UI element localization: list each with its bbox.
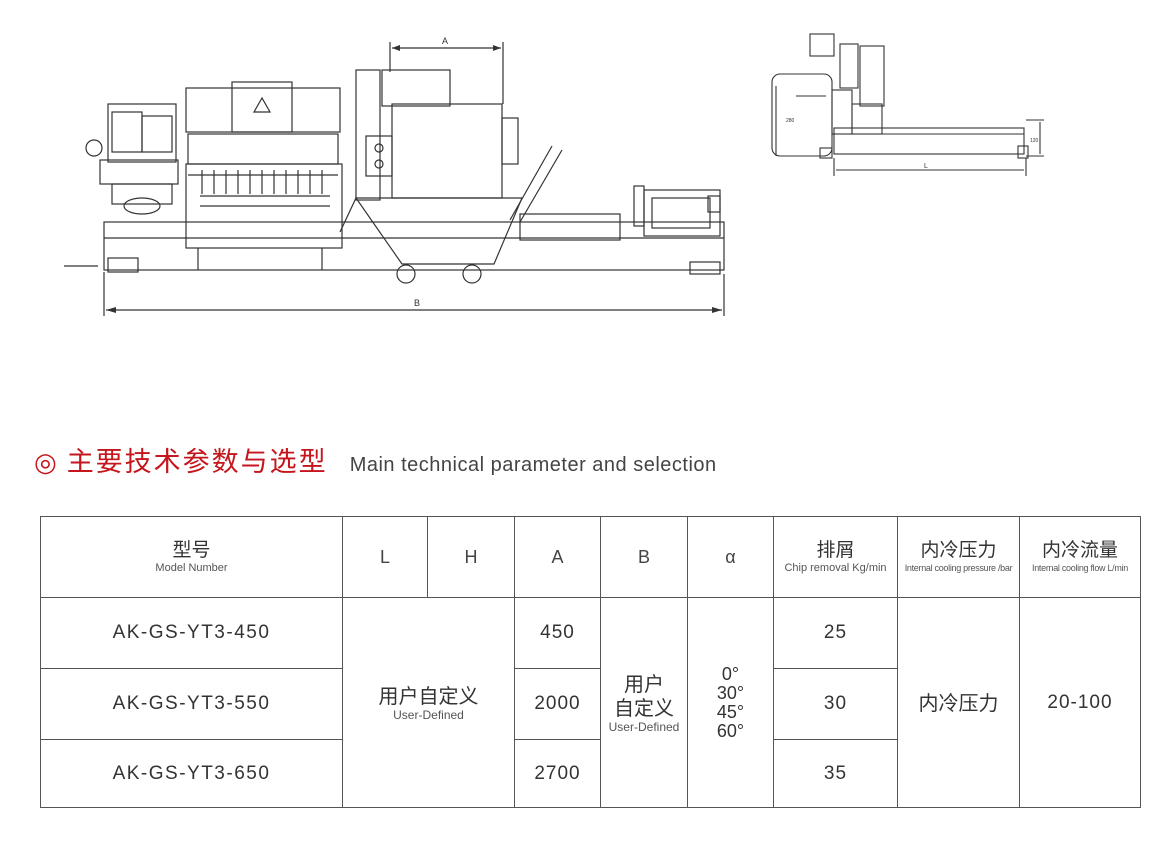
- alpha-merged-cell: 0° 30° 45° 60°: [687, 597, 774, 808]
- chip-cell: 25: [773, 597, 898, 669]
- side-dimension-l-label: L: [924, 163, 928, 170]
- a-value: 2000: [534, 693, 581, 714]
- dimension-a-label: A: [442, 36, 448, 46]
- b-en: User-Defined: [608, 719, 680, 734]
- model-text: AK-GS-YT3-650: [112, 762, 271, 784]
- header-l: L: [342, 516, 428, 598]
- lh-zh: 用户自定义: [378, 683, 479, 708]
- a-value: 2700: [534, 762, 581, 784]
- side-height-label-2: 120: [1030, 138, 1039, 144]
- header-h-text: H: [464, 546, 478, 567]
- model-text: AK-GS-YT3-450: [112, 622, 271, 643]
- spec-table: 型号 Model Number L H A B α 排屑 Chip remova…: [40, 516, 1141, 808]
- header-chip-en: Chip removal Kg/min: [784, 562, 887, 574]
- flow-merged-cell: 20-100: [1019, 597, 1141, 808]
- header-row: 型号 Model Number L H A B α 排屑 Chip remova…: [40, 516, 1141, 598]
- machine-drawing: A B L 280 120: [64, 33, 1044, 316]
- angle-0: 0°: [721, 663, 740, 684]
- header-pressure-en: Internal cooling pressure /bar: [904, 563, 1013, 573]
- flow-value: 20-100: [1047, 691, 1113, 713]
- angle-45: 45°: [716, 701, 745, 722]
- angle-30: 30°: [716, 682, 745, 703]
- a-value: 450: [540, 622, 575, 643]
- dimension-b-label: B: [414, 298, 420, 308]
- header-model-en: Model Number: [155, 562, 228, 574]
- model-cell: AK-GS-YT3-450: [40, 597, 343, 669]
- chip-cell: 35: [773, 739, 898, 808]
- header-b-text: B: [637, 546, 650, 567]
- lh-en: User-Defined: [393, 707, 464, 722]
- side-height-label-1: 280: [786, 118, 795, 124]
- header-pressure-zh: 内冷压力: [920, 539, 997, 561]
- b-zh-line1: 用户: [624, 671, 664, 696]
- header-model-zh: 型号: [172, 539, 211, 561]
- header-flow-en: Internal cooling flow L/min: [1032, 563, 1128, 573]
- double-circle-icon: ◎: [34, 448, 57, 478]
- heading-en: Main technical parameter and selection: [349, 454, 717, 476]
- header-a-text: A: [551, 546, 564, 567]
- a-cell: 450: [514, 597, 601, 669]
- chip-value: 30: [823, 693, 848, 714]
- b-merged-cell: 用户 自定义 User-Defined: [600, 597, 688, 808]
- header-chip: 排屑 Chip removal Kg/min: [773, 516, 898, 598]
- header-alpha-text: α: [725, 546, 736, 567]
- lh-merged-cell: 用户自定义 User-Defined: [342, 597, 515, 808]
- table-row: AK-GS-YT3-550 2000 30: [40, 668, 1141, 740]
- header-pressure: 内冷压力 Internal cooling pressure /bar: [897, 516, 1020, 598]
- header-alpha: α: [687, 516, 774, 598]
- section-heading: ◎ 主要技术参数与选型 Main technical parameter and…: [34, 440, 717, 480]
- chip-value: 35: [823, 762, 848, 784]
- a-cell: 2000: [514, 668, 601, 740]
- model-cell: AK-GS-YT3-550: [40, 668, 343, 740]
- header-b: B: [600, 516, 688, 598]
- header-a: A: [514, 516, 601, 598]
- a-cell: 2700: [514, 739, 601, 808]
- header-flow: 内冷流量 Internal cooling flow L/min: [1019, 516, 1141, 598]
- model-text: AK-GS-YT3-550: [112, 693, 271, 714]
- chip-cell: 30: [773, 668, 898, 740]
- angle-60: 60°: [716, 720, 745, 741]
- header-h: H: [427, 516, 515, 598]
- heading-zh: 主要技术参数与选型: [66, 447, 328, 478]
- b-zh-line2: 自定义: [614, 695, 674, 720]
- model-cell: AK-GS-YT3-650: [40, 739, 343, 808]
- pressure-value: 内冷压力: [918, 690, 999, 715]
- header-chip-zh: 排屑: [816, 539, 855, 561]
- chip-value: 25: [823, 622, 848, 643]
- header-flow-zh: 内冷流量: [1041, 539, 1118, 561]
- header-l-text: L: [379, 546, 390, 567]
- table-row: AK-GS-YT3-450 用户自定义 User-Defined 450 用户 …: [40, 597, 1141, 808]
- table-row: AK-GS-YT3-650 2700 35: [40, 739, 1141, 808]
- pressure-merged-cell: 内冷压力: [897, 597, 1020, 808]
- header-model: 型号 Model Number: [40, 516, 343, 598]
